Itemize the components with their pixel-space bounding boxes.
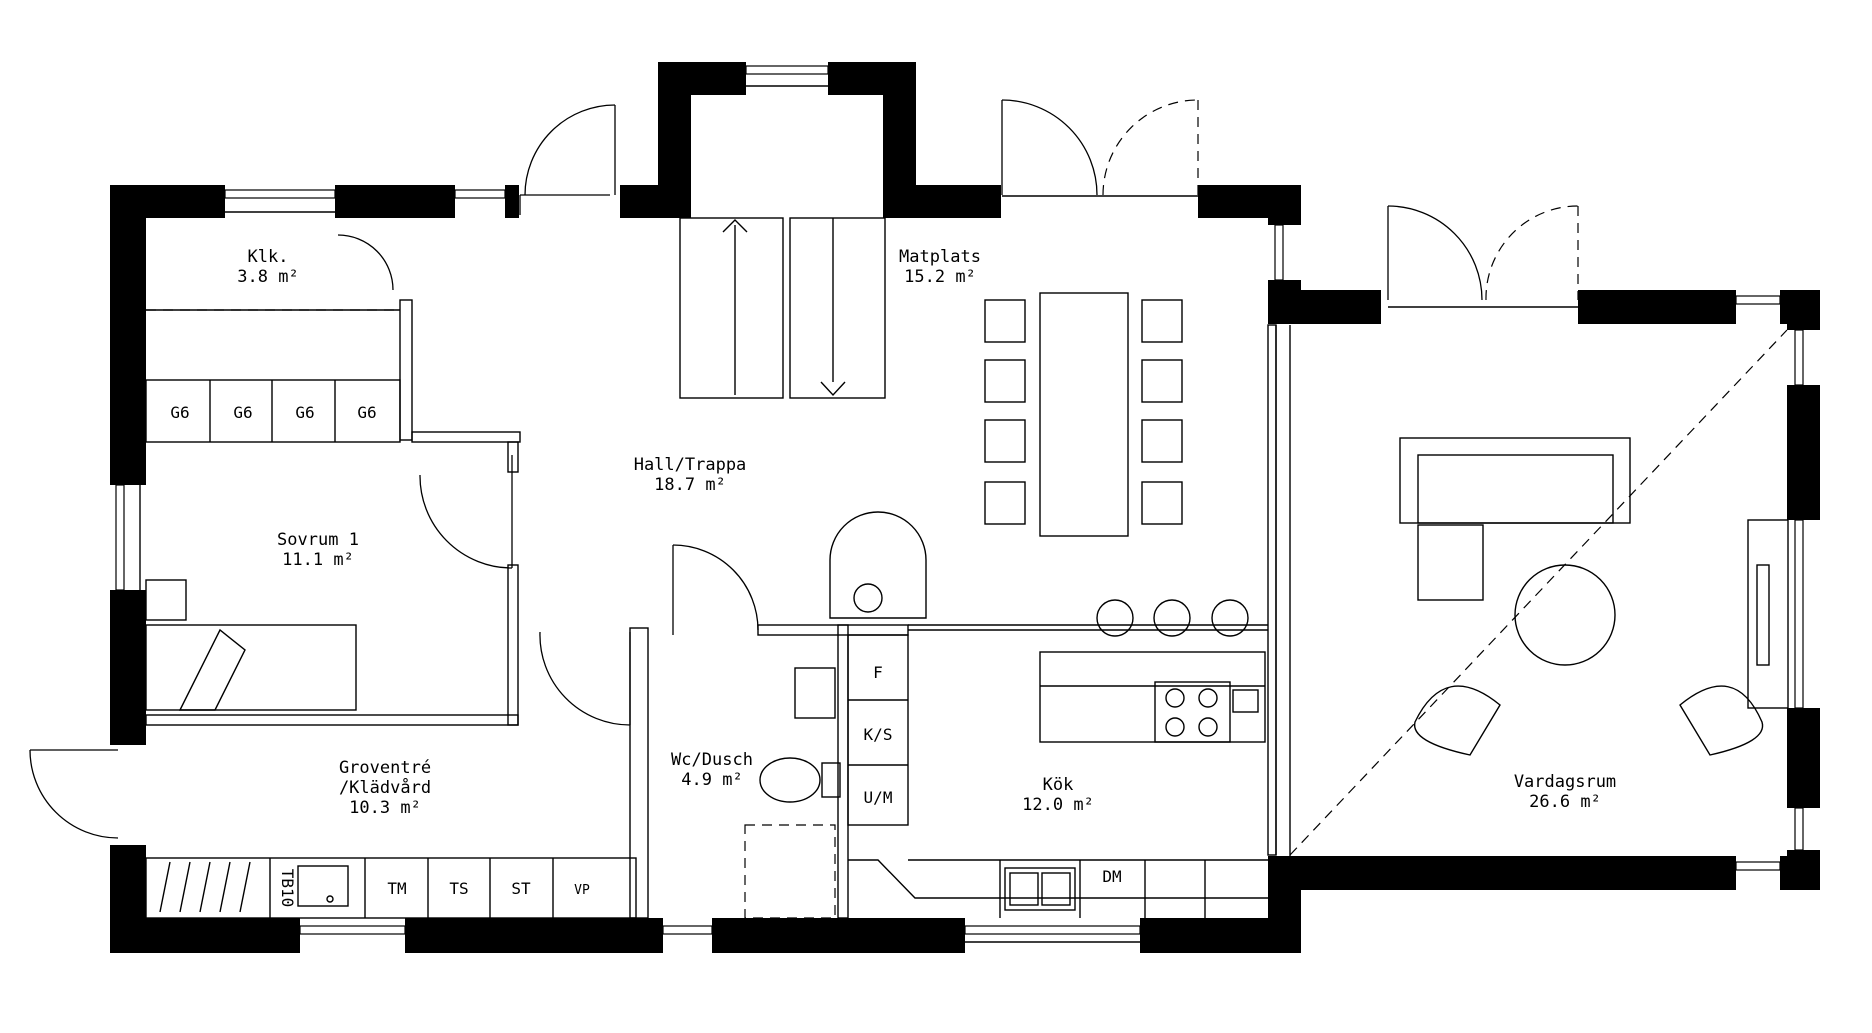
room-name-klk: Klk. [248, 247, 289, 267]
laundry-label-st: ST [511, 879, 531, 898]
stove [829, 511, 927, 619]
room-area-kok: 12.0 m² [1022, 795, 1094, 815]
kitchen-counter: DM [848, 859, 1268, 918]
room-name-groventre: Groventré [339, 758, 431, 778]
living-furniture [1413, 519, 1789, 756]
staircase [679, 217, 886, 399]
bed [145, 579, 357, 711]
room-area-matplats: 15.2 m² [904, 267, 976, 287]
laundry-label-ts: TS [449, 879, 468, 898]
wardrobe-label: G6 [295, 403, 314, 422]
sofa [1399, 437, 1631, 601]
walls [110, 62, 1820, 953]
dishwasher-label: DM [1102, 867, 1121, 886]
room-area-klk: 3.8 m² [237, 267, 298, 287]
wardrobe-label: G6 [170, 403, 189, 422]
wardrobes: G6 G6 G6 G6 [145, 379, 401, 443]
room-area-vardagsrum: 26.6 m² [1529, 792, 1601, 812]
laundry-label-tb10: TB10 [278, 869, 297, 908]
wardrobe-label: G6 [233, 403, 252, 422]
dining-table [984, 292, 1183, 537]
room-name-hall: Hall/Trappa [634, 455, 747, 475]
room-name-kok: Kök [1043, 775, 1074, 795]
laundry-label-vp: VP [574, 883, 590, 898]
interior-walls [145, 299, 1291, 919]
room-labels: Klk. 3.8 m² Matplats 15.2 m² Hall/Trappa… [237, 247, 1616, 818]
doors [29, 99, 1579, 839]
open-to-ceiling-line [1289, 329, 1788, 856]
room-area-wc: 4.9 m² [681, 770, 742, 790]
fridge-label-f: F [873, 663, 883, 682]
windows [115, 65, 1804, 943]
fridge-label-ks: K/S [864, 725, 893, 744]
fridge-label-um: U/M [864, 788, 893, 807]
laundry-label-tm: TM [387, 879, 406, 898]
room-name-vardagsrum: Vardagsrum [1514, 772, 1616, 792]
shower-area [744, 824, 836, 919]
bar-stools [1096, 599, 1249, 637]
room-name-wc: Wc/Dusch [671, 750, 753, 770]
room-area-hall: 18.7 m² [654, 475, 726, 495]
laundry-row: TB10 TM TS ST VP [145, 857, 637, 919]
room-area-sovrum: 11.1 m² [282, 550, 354, 570]
fridge-column: F K/S U/M [847, 634, 909, 826]
room-name-matplats: Matplats [899, 247, 981, 267]
wardrobe-label: G6 [357, 403, 376, 422]
kitchen-island [1039, 651, 1266, 743]
toilet [759, 667, 841, 803]
room-name-sovrum: Sovrum 1 [277, 530, 359, 550]
room-name-groventre-2: /Klädvård [339, 777, 431, 798]
room-area-groventre: 10.3 m² [349, 798, 421, 818]
